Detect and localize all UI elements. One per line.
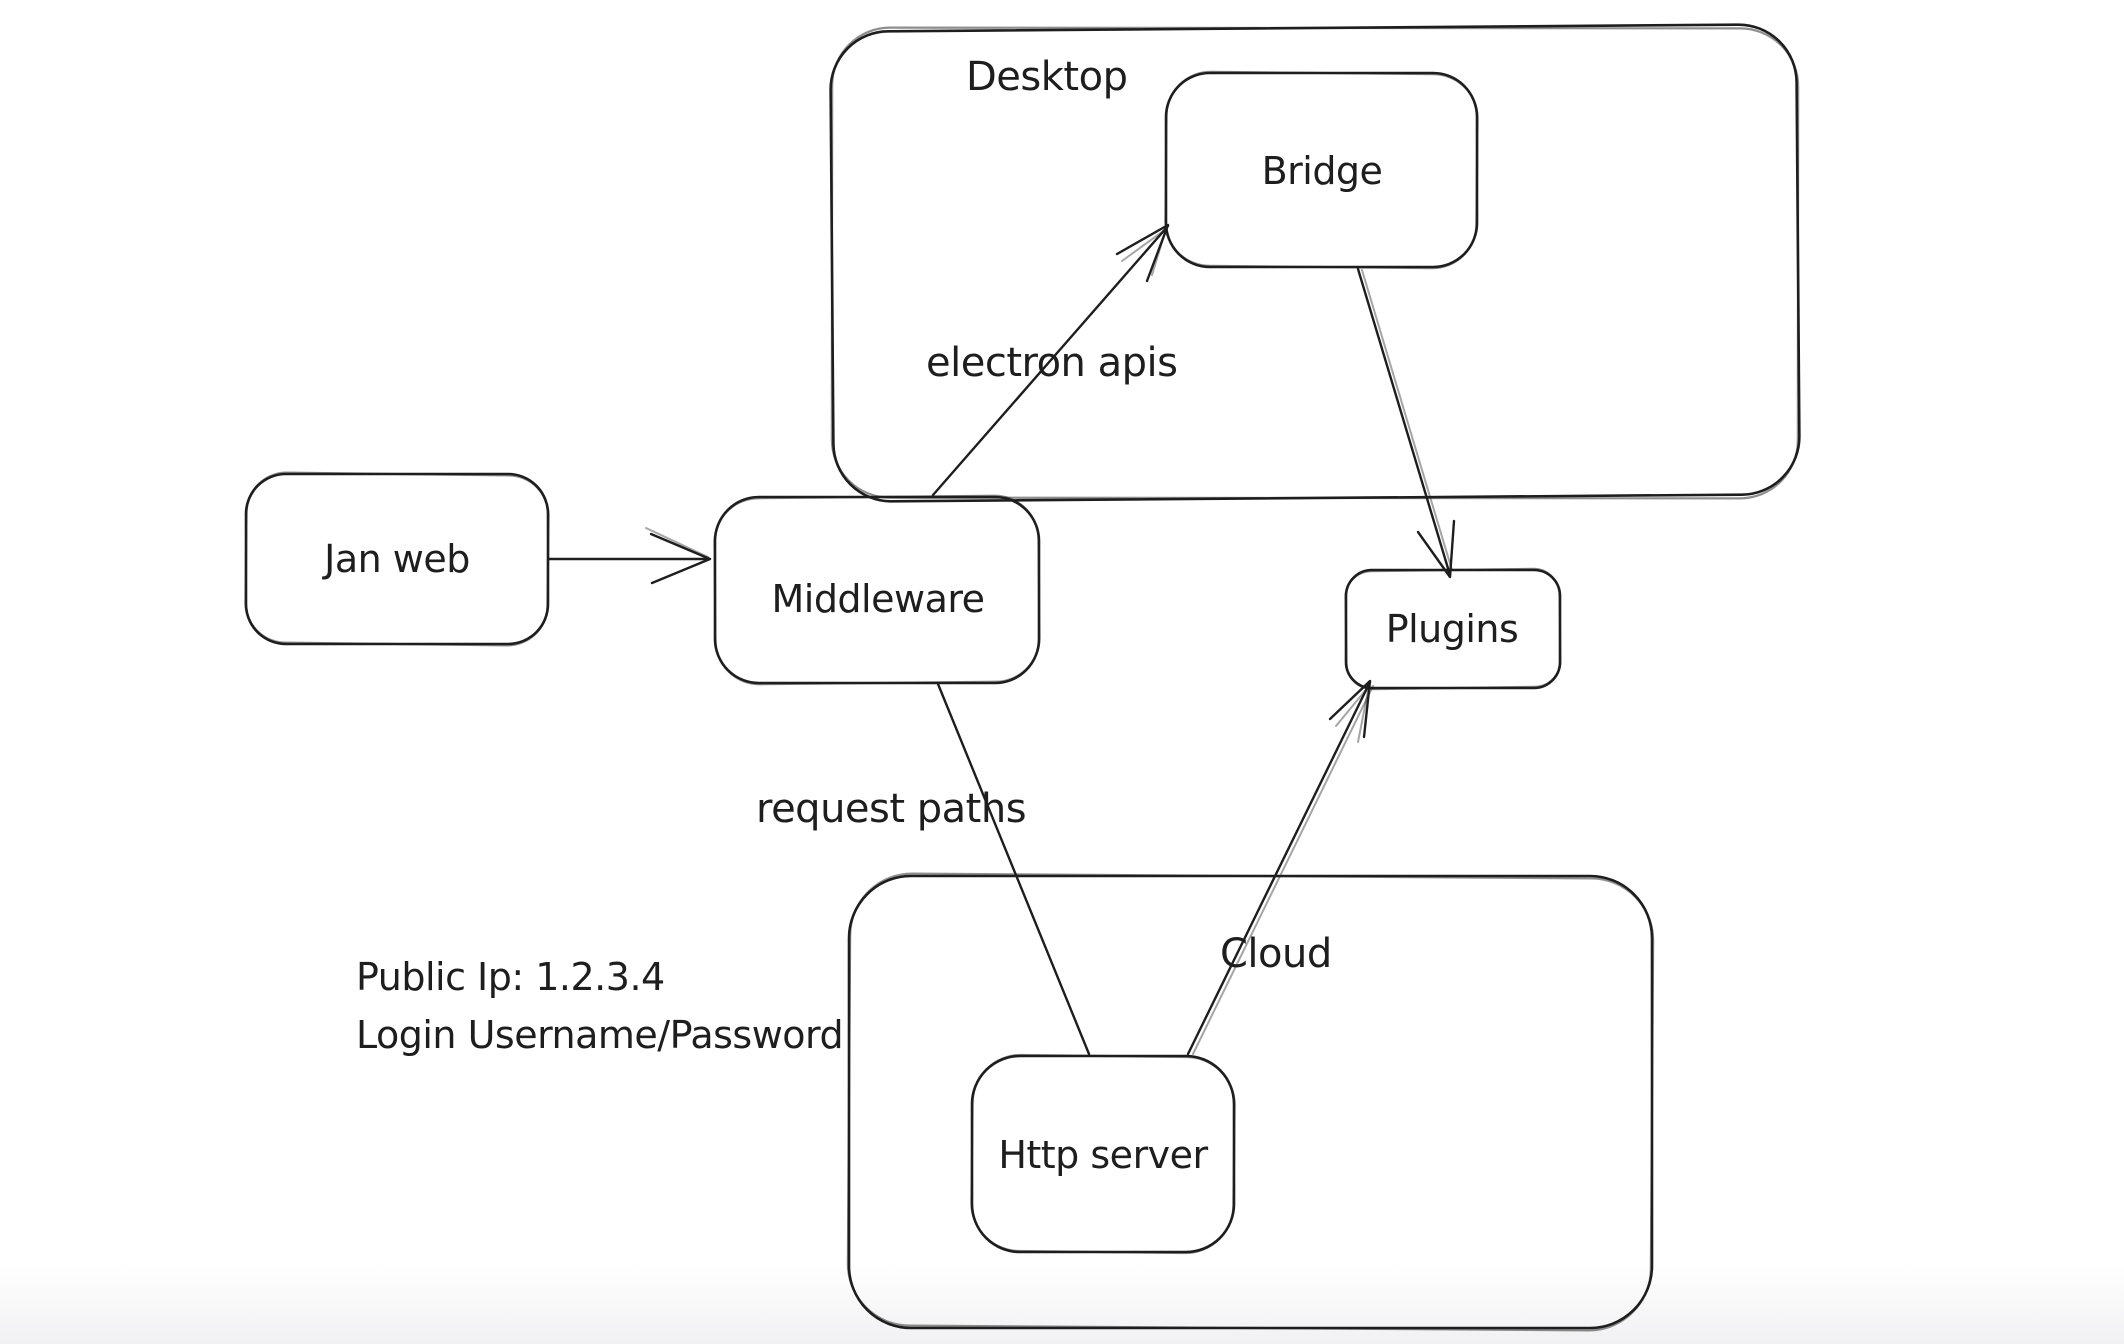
desktop-container-sketch-stroke: [830, 26, 1800, 500]
desktop-label[interactable]: Desktop: [966, 54, 1128, 100]
edge-sketch-stroke: [1361, 269, 1453, 571]
arrowhead-sketch-stroke: [1121, 228, 1167, 276]
edge-sketch-stroke: [1192, 685, 1374, 1055]
arrowhead-sketch-stroke: [645, 527, 709, 558]
cloud-container-sketch-stroke: [846, 872, 1655, 1332]
public-ip-annotation[interactable]: Public Ip: 1.2.3.4: [356, 955, 665, 999]
arrowhead: [649, 532, 712, 585]
edge-http-server-to-plugins[interactable]: [1186, 679, 1374, 1056]
edge-shaft[interactable]: [1356, 267, 1452, 577]
desktop-container[interactable]: [828, 20, 1802, 506]
http-server-node[interactable]: Http server: [970, 1053, 1236, 1255]
plugins-label[interactable]: Plugins: [1386, 607, 1519, 651]
arrowhead: [1328, 679, 1372, 739]
middleware-node[interactable]: Middleware: [713, 494, 1041, 686]
plugins-node[interactable]: Plugins: [1344, 567, 1562, 691]
edge-middleware-to-bridge[interactable]: [931, 223, 1170, 497]
electron-apis-label[interactable]: electron apis: [926, 340, 1178, 386]
http-server-sketch-stroke: [970, 1053, 1236, 1255]
bridge-sketch-stroke: [1164, 70, 1479, 270]
edge-middleware-to-http-server[interactable]: [936, 682, 1091, 1056]
login-annotation[interactable]: Login Username/Password: [356, 1013, 844, 1057]
edge-bridge-to-plugins[interactable]: [1356, 267, 1456, 579]
middleware-label[interactable]: Middleware: [771, 577, 985, 621]
request-paths-label[interactable]: request paths: [756, 786, 1027, 832]
http-server-label[interactable]: Http server: [998, 1133, 1209, 1177]
bridge-node[interactable]: Bridge: [1164, 70, 1479, 270]
edge-shaft[interactable]: [931, 224, 1170, 497]
bridge-label[interactable]: Bridge: [1262, 149, 1383, 193]
arrowhead-sketch-stroke: [1335, 685, 1370, 743]
cloud-label[interactable]: Cloud: [1220, 931, 1332, 977]
arrowhead: [1115, 223, 1170, 283]
plugins-sketch-stroke: [1344, 567, 1562, 691]
edge-jan-web-to-middleware[interactable]: [547, 527, 712, 585]
middleware-sketch-stroke: [713, 494, 1041, 686]
arrowhead: [1416, 519, 1456, 579]
jan-web-sketch-stroke: [244, 471, 550, 647]
edge-shaft[interactable]: [1186, 680, 1372, 1056]
jan-web-label[interactable]: Jan web: [322, 537, 470, 581]
edge-shaft[interactable]: [936, 682, 1091, 1056]
jan-web-node[interactable]: Jan web: [244, 471, 550, 647]
cloud-container[interactable]: [846, 872, 1655, 1332]
